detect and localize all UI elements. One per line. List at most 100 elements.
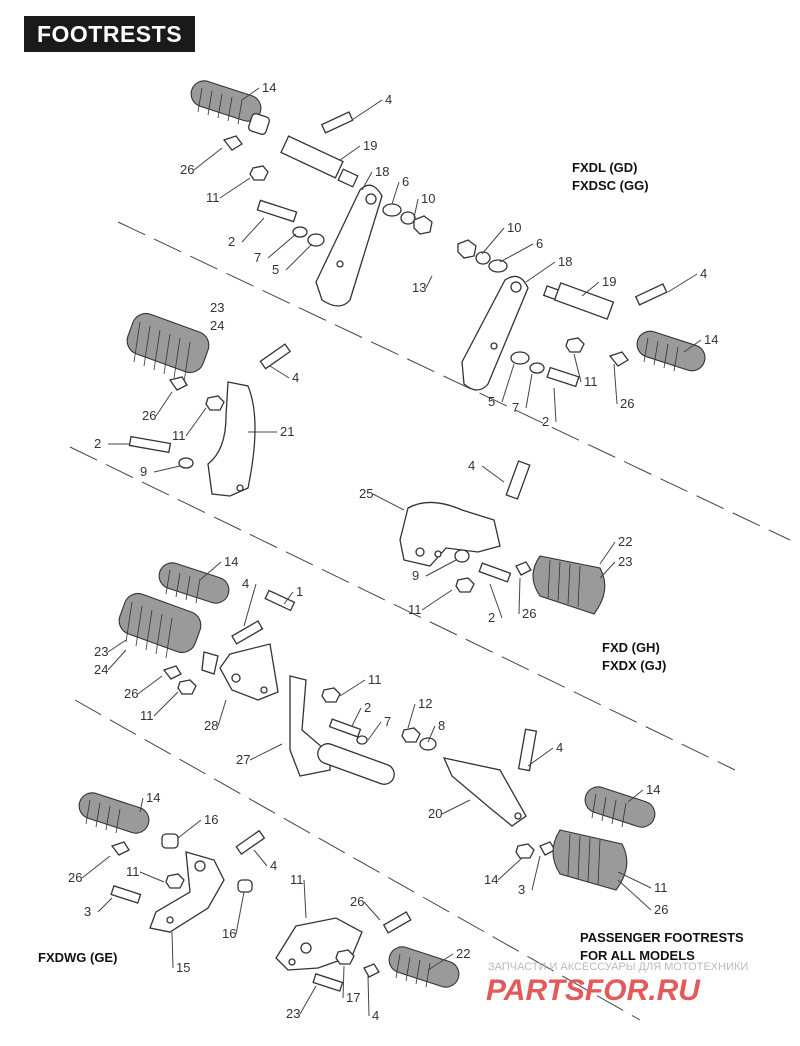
- callout-number: 3: [518, 882, 525, 897]
- leader-line: [497, 857, 523, 881]
- leader-line: [527, 747, 554, 767]
- callout-number: 26: [350, 894, 364, 909]
- callout-number: 4: [372, 1008, 379, 1023]
- fxdwg-left-assembly: [78, 792, 266, 933]
- leader-line: [339, 145, 361, 161]
- callout-number: 14: [224, 554, 238, 569]
- leader-line: [153, 465, 181, 473]
- callout-number: 26: [654, 902, 668, 917]
- callout-number: 27: [236, 752, 250, 767]
- leader-line: [372, 493, 405, 511]
- leader-line: [617, 871, 652, 889]
- fxdwg-right-assembly: [275, 911, 460, 992]
- callout-number: 26: [124, 686, 138, 701]
- model-label-fxd: FXD (GH): [602, 640, 660, 655]
- callout-number: 7: [384, 714, 391, 729]
- callout-number: 5: [272, 262, 279, 277]
- leader-line: [667, 273, 698, 293]
- callout-number: 8: [438, 718, 445, 733]
- leader-line: [253, 849, 268, 867]
- callout-number: 4: [242, 576, 249, 591]
- callout-number: 6: [536, 236, 543, 251]
- callout-number: 11: [654, 880, 668, 895]
- callout-number: 4: [556, 740, 563, 755]
- leader-line: [361, 171, 373, 191]
- callout-number: 4: [385, 92, 392, 107]
- leader-line: [425, 559, 457, 577]
- leader-line: [581, 281, 600, 297]
- leader-line: [81, 855, 111, 879]
- leader-line: [243, 583, 257, 627]
- leader-line: [283, 591, 294, 605]
- callout-number: 18: [558, 254, 572, 269]
- leader-line: [241, 87, 260, 101]
- passenger-footrests-label: PASSENGER FOOTRESTS: [580, 930, 744, 945]
- leader-line: [427, 953, 454, 971]
- callout-number: 9: [412, 568, 419, 583]
- leader-line: [441, 799, 471, 815]
- callout-number: 22: [456, 946, 470, 961]
- leader-line: [351, 99, 383, 121]
- leader-line: [481, 227, 505, 255]
- callout-number: 10: [507, 220, 521, 235]
- section-separators: [69, 221, 791, 1021]
- callout-number: 2: [94, 436, 101, 451]
- leader-line: [413, 198, 419, 219]
- callout-number: 23: [286, 1006, 300, 1021]
- callout-number: 19: [363, 138, 377, 153]
- callout-number: 4: [292, 370, 299, 385]
- leader-line: [553, 387, 557, 423]
- fxd-right-assembly: [401, 727, 656, 891]
- callout-number: 14: [704, 332, 718, 347]
- leader-line: [97, 897, 113, 913]
- separator-line: [69, 446, 736, 771]
- leader-line: [107, 639, 127, 653]
- callout-number: 11: [368, 672, 382, 687]
- callout-number: 5: [488, 394, 495, 409]
- fxdl-right-footpeg: [457, 239, 706, 391]
- callout-number: 24: [210, 318, 224, 333]
- leader-line: [481, 465, 505, 483]
- callout-number: 24: [94, 662, 108, 677]
- leader-line: [139, 871, 165, 883]
- leader-line: [407, 703, 416, 729]
- callout-number: 28: [204, 718, 218, 733]
- callout-number: 14: [484, 872, 498, 887]
- callout-number: 21: [280, 424, 294, 439]
- leader-line: [421, 589, 453, 611]
- leader-line: [499, 243, 534, 263]
- callout-number: 3: [84, 904, 91, 919]
- callout-number: 2: [364, 700, 371, 715]
- leader-line: [235, 891, 245, 935]
- leader-line: [241, 217, 265, 243]
- callout-number: 12: [418, 696, 432, 711]
- fxdl-left-footpeg: [190, 80, 433, 307]
- callout-number: 22: [618, 534, 632, 549]
- leader-line: [573, 353, 582, 383]
- leader-line: [627, 789, 644, 803]
- fxdsc-right-bracket-assembly: [399, 460, 606, 615]
- callout-number: 7: [254, 250, 261, 265]
- callout-number: 26: [142, 408, 156, 423]
- callout-number: 10: [421, 191, 435, 206]
- leader-line: [219, 177, 251, 199]
- callout-number: 14: [646, 782, 660, 797]
- callout-number: 1: [296, 584, 303, 599]
- leader-line: [613, 363, 618, 405]
- leader-line: [367, 721, 382, 741]
- leader-line: [155, 391, 173, 417]
- leader-line: [531, 855, 541, 891]
- leader-line: [269, 365, 290, 379]
- leader-line: [139, 797, 144, 813]
- callout-number: 4: [468, 458, 475, 473]
- fxd-left-assembly: [118, 562, 395, 785]
- leader-line: [599, 541, 616, 565]
- leader-line: [683, 339, 702, 353]
- leader-line: [303, 879, 307, 919]
- callout-number: 16: [204, 812, 218, 827]
- leader-line: [153, 691, 179, 717]
- leader-line: [171, 931, 174, 969]
- leader-line: [342, 965, 345, 999]
- watermark-brand: PARTSFOR.RU: [486, 974, 701, 1007]
- callout-number: 19: [602, 274, 616, 289]
